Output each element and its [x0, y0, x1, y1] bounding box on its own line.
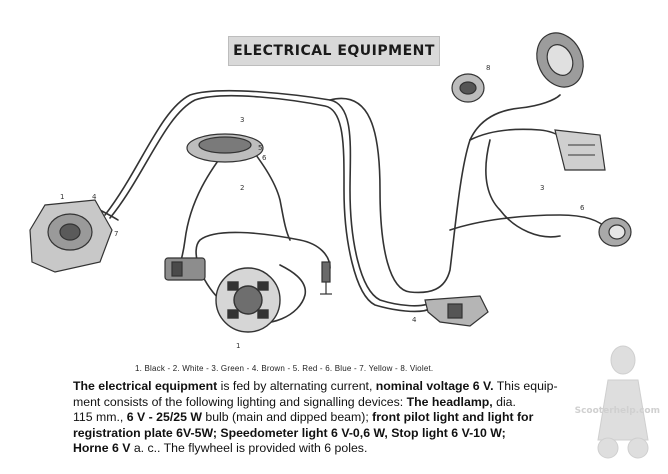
harness-to-headlamp [469, 94, 561, 141]
callout-1: 1 [60, 193, 64, 201]
brake-switch [424, 295, 489, 327]
callout-8: 8 [486, 64, 490, 72]
description-line-1: The electrical equipment is fed by alter… [73, 379, 558, 393]
callout-1b: 1 [236, 342, 240, 350]
section-title-text: ELECTRICAL EQUIPMENT [233, 43, 435, 59]
callout-3b: 3 [540, 184, 544, 192]
horn-assembly [29, 199, 113, 273]
callout-4b: 4 [412, 316, 417, 324]
description-line-2: ment consists of the following lighting … [73, 394, 516, 409]
callout-6: 6 [262, 154, 267, 162]
tail-lamp [598, 217, 632, 247]
description-text: The electrical equipment is fed by alter… [73, 379, 608, 457]
description-line-3: 115 mm., 6 V - 25/25 W bulb (main and di… [73, 410, 534, 424]
description-line-5: Horne 6 V a. c.. The flywheel is provide… [73, 441, 368, 455]
speedometer [451, 73, 485, 103]
callout-5: 5 [258, 144, 262, 152]
spark-plug [320, 261, 332, 295]
description-line-4: registration plate 6V-5W; Speedometer li… [73, 425, 506, 440]
callout-4: 4 [92, 193, 97, 201]
harness-upper-right [329, 97, 471, 294]
scooter-logo-icon [597, 345, 649, 459]
wire-switch [177, 144, 231, 269]
callout-7: 7 [114, 230, 118, 238]
wire-color-legend: 1. Black - 2. White - 3. Green - 4. Brow… [135, 364, 434, 373]
callout-6b: 6 [580, 204, 585, 212]
section-title: ELECTRICAL EQUIPMENT [228, 36, 440, 66]
flywheel-stator [215, 267, 281, 333]
wire-switch-2 [244, 139, 291, 241]
callout-2: 2 [240, 184, 244, 192]
harness-lower-right [485, 139, 561, 238]
callout-3: 3 [240, 116, 244, 124]
watermark-text: Scooterhelp.com [574, 406, 660, 416]
junction-box [554, 129, 606, 171]
harness-main-left-2 [109, 94, 433, 313]
ignition-coil [164, 257, 206, 281]
harness-to-rear-lamp [449, 214, 609, 231]
headlamp [536, 32, 584, 88]
handlebar-switch [186, 133, 264, 163]
harness-main-left [104, 89, 436, 307]
